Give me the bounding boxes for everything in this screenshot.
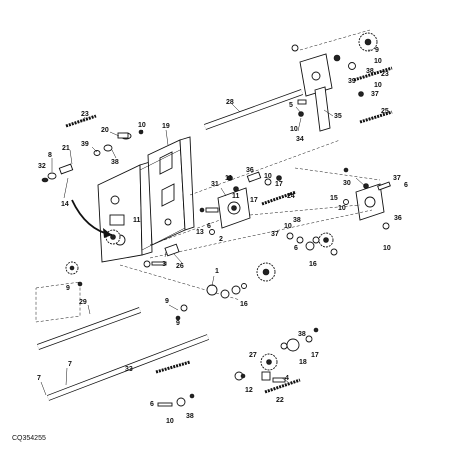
callout-label: 11 xyxy=(232,193,240,200)
sprocket-left-lower xyxy=(65,261,79,275)
callout-label: 29 xyxy=(79,299,87,306)
callout-label: 10 xyxy=(284,223,292,230)
callout-label: 37 xyxy=(371,91,379,98)
bearing-plate-30 xyxy=(355,183,385,221)
callout-label: 10 xyxy=(374,58,382,65)
callout-label: 39 xyxy=(81,141,89,148)
chain-23-right xyxy=(353,66,393,82)
callout-label: 4 xyxy=(285,375,289,382)
callout-label: 5 xyxy=(289,102,293,109)
callout-label: 6 xyxy=(294,245,298,252)
callout-label: 32 xyxy=(38,163,46,170)
callout-label: 39 xyxy=(348,78,356,85)
callout-label: 16 xyxy=(240,301,248,308)
callout-label: 19 xyxy=(162,123,170,130)
callout-label: 38 xyxy=(366,68,374,75)
callout-label: 20 xyxy=(101,127,109,134)
callout-label: 38 xyxy=(111,159,119,166)
leader-lines xyxy=(40,49,372,396)
callout-label: 10 xyxy=(138,122,146,129)
callout-label: 36 xyxy=(394,215,402,222)
callout-label: 9 xyxy=(165,298,169,305)
callout-label: 21 xyxy=(62,145,70,152)
sprocket-top-right xyxy=(358,32,378,52)
callout-label: 6 xyxy=(150,401,154,408)
chain-24 xyxy=(261,190,297,206)
callout-label: 25 xyxy=(381,108,389,115)
callout-label: 26 xyxy=(176,263,184,270)
frame-plate-right xyxy=(147,136,195,246)
callout-label: 7 xyxy=(37,375,41,382)
callout-label: 18 xyxy=(299,359,307,366)
callout-label: 10 xyxy=(374,82,382,89)
callout-label: 23 xyxy=(81,111,89,118)
callout-label: 8 xyxy=(48,152,52,159)
direction-arrow xyxy=(71,199,113,238)
callout-label: 7 xyxy=(68,361,72,368)
chain-center xyxy=(155,360,191,374)
chain-22 xyxy=(264,378,301,394)
callout-label: 6 xyxy=(404,182,408,189)
callout-label: 31 xyxy=(211,181,219,188)
sprocket-27 xyxy=(260,353,278,371)
sprocket-right xyxy=(318,232,334,248)
callout-label: 10 xyxy=(264,173,272,180)
callout-label: 17 xyxy=(250,197,258,204)
callout-label: 17 xyxy=(275,181,283,188)
sprocket-mid xyxy=(256,262,276,282)
callout-label: 37 xyxy=(271,231,279,238)
callout-label: 10 xyxy=(290,126,298,133)
callout-label: 27 xyxy=(249,352,257,359)
callout-label: 23 xyxy=(381,71,389,78)
chain-23-left xyxy=(65,114,97,128)
callout-label: 33 xyxy=(125,366,133,373)
callout-label: 17 xyxy=(311,352,319,359)
callout-label: 14 xyxy=(61,201,69,208)
callout-label: 10 xyxy=(166,418,174,425)
shaft-28 xyxy=(203,89,304,130)
shaft-29 xyxy=(36,307,142,350)
callout-label: 38 xyxy=(293,217,301,224)
figure-code: CQ354255 xyxy=(12,435,46,442)
callout-label: 9 xyxy=(66,285,70,292)
callout-label: 10 xyxy=(338,205,346,212)
callout-label: 30 xyxy=(343,180,351,187)
frame-tie-bar xyxy=(139,149,186,251)
callout-label: 2 xyxy=(219,236,223,243)
callout-label: 35 xyxy=(334,113,342,120)
frame-plate-left xyxy=(97,161,153,263)
callout-label: 16 xyxy=(309,261,317,268)
callout-label: 13 xyxy=(196,229,204,236)
callout-label: 11 xyxy=(133,217,141,224)
callout-label: 24 xyxy=(287,193,295,200)
callout-label: 9 xyxy=(176,320,180,327)
callout-label: 1 xyxy=(215,268,219,275)
callout-label: 22 xyxy=(276,397,284,404)
callout-label: 38 xyxy=(298,331,306,338)
callout-label: 9 xyxy=(375,47,379,54)
chain-25 xyxy=(359,110,393,124)
callout-label: 3 xyxy=(162,261,166,268)
callout-label: 36 xyxy=(246,167,254,174)
callout-label: 28 xyxy=(226,99,234,106)
callout-label: 34 xyxy=(296,136,304,143)
extension-lines xyxy=(35,29,381,323)
bracket-35 xyxy=(299,53,333,132)
bearing-plate-31 xyxy=(217,187,251,229)
callout-label: 15 xyxy=(330,195,338,202)
callout-label: 38 xyxy=(186,413,194,420)
callout-label: 11 xyxy=(225,175,233,182)
callout-label: 6 xyxy=(207,223,211,230)
hardware xyxy=(41,44,391,407)
callout-label: 37 xyxy=(393,175,401,182)
callout-label: 10 xyxy=(383,245,391,252)
shaft-33 xyxy=(46,334,210,401)
callout-labels: 23 20 10 19 39 38 21 8 32 14 28 9 10 38 … xyxy=(37,47,408,425)
callout-label: 12 xyxy=(245,387,253,394)
